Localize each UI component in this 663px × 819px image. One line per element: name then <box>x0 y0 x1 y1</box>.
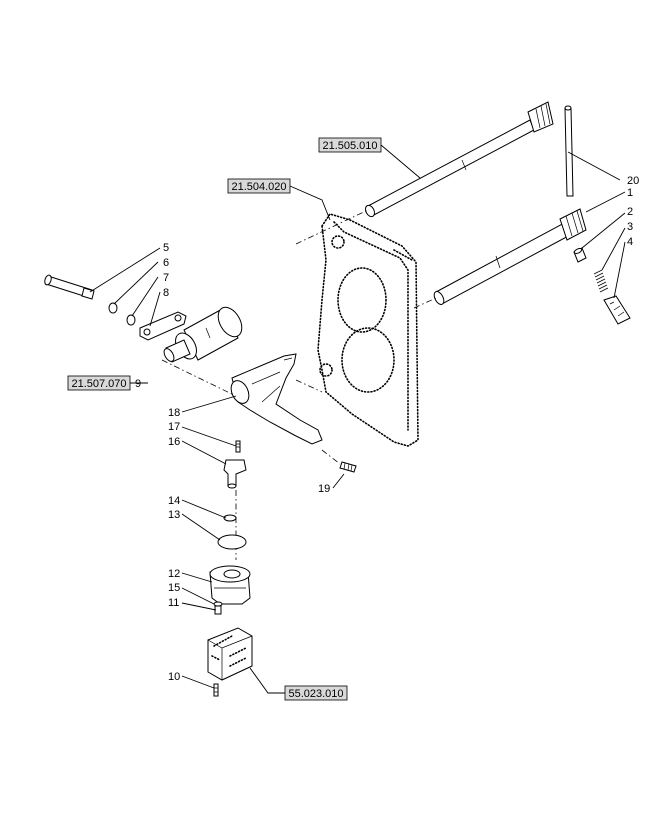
shift-fork-part-18 <box>230 353 323 445</box>
callout-7: 7 <box>163 272 169 284</box>
reference-label: 21.505.010 <box>322 140 377 152</box>
callout-20: 20 <box>627 175 639 187</box>
callout-8: 8 <box>163 287 169 299</box>
upper-shaft <box>364 101 554 218</box>
reference-label: 21.504.020 <box>231 181 286 193</box>
plug-part-2 <box>573 247 587 263</box>
callout-3: 3 <box>627 221 633 233</box>
reference-label: 55.023.010 <box>288 688 343 700</box>
leader-55-023-010 <box>249 667 285 694</box>
detent-pin-part-4 <box>603 295 631 325</box>
centerline-fork <box>295 379 323 393</box>
reference-box-21-504-020[interactable]: 21.504.020 <box>227 178 291 194</box>
valve-block <box>207 627 253 681</box>
callout-1: 1 <box>627 187 633 199</box>
callout-19: 19 <box>318 483 330 495</box>
lower-shaft-part-1 <box>433 208 587 305</box>
ring-part-6 <box>108 302 118 314</box>
rod-part-20 <box>564 105 574 197</box>
ring-part-7 <box>126 314 136 326</box>
reference-label: 21.507.070 <box>71 378 126 390</box>
centerline-pin-19 <box>321 449 341 465</box>
lever-part-16 <box>223 459 247 489</box>
callout-4: 4 <box>627 236 633 248</box>
reference-box-21-505-010[interactable]: 21.505.010 <box>318 137 382 153</box>
reference-box-55-023-010[interactable]: 55.023.010 <box>284 685 348 701</box>
callout-labels: 1 2 3 4 5 6 7 8 9 10 11 12 13 14 15 16 1… <box>135 175 639 683</box>
callout-14: 14 <box>168 495 180 507</box>
screw-part-10 <box>213 683 219 697</box>
screw-part-11 <box>214 605 222 615</box>
o-ring-part-13 <box>217 534 247 550</box>
pin-part-5 <box>44 274 95 300</box>
reference-box-21-507-070[interactable]: 21.507.070 <box>67 375 131 391</box>
callout-13: 13 <box>168 509 180 521</box>
washer-part-15 <box>213 601 223 607</box>
callout-leaders <box>89 151 626 689</box>
leader-21-504-020 <box>289 185 331 221</box>
screw-part-17 <box>235 440 241 453</box>
housing-plate <box>317 213 419 447</box>
callout-9: 9 <box>135 378 141 390</box>
callout-11: 11 <box>168 597 179 609</box>
spring-part-3 <box>593 269 609 293</box>
cylinder-part-9 <box>163 306 243 363</box>
callout-18: 18 <box>168 407 180 419</box>
callout-10: 10 <box>168 671 180 683</box>
callout-15: 15 <box>168 582 180 594</box>
callout-16: 16 <box>168 436 180 448</box>
snap-ring-part-14 <box>223 514 237 522</box>
callout-6: 6 <box>163 257 169 269</box>
centerline-cylinder <box>161 359 241 399</box>
link-plate-part-8 <box>139 311 187 341</box>
callout-5: 5 <box>163 242 169 254</box>
callout-12: 12 <box>168 568 180 580</box>
housing-part-12 <box>209 565 251 605</box>
centerline-lower-shaft <box>413 297 437 309</box>
callout-17: 17 <box>168 421 180 433</box>
callout-2: 2 <box>627 206 633 218</box>
leader-21-505-010 <box>380 144 421 179</box>
pin-part-19 <box>339 461 357 473</box>
